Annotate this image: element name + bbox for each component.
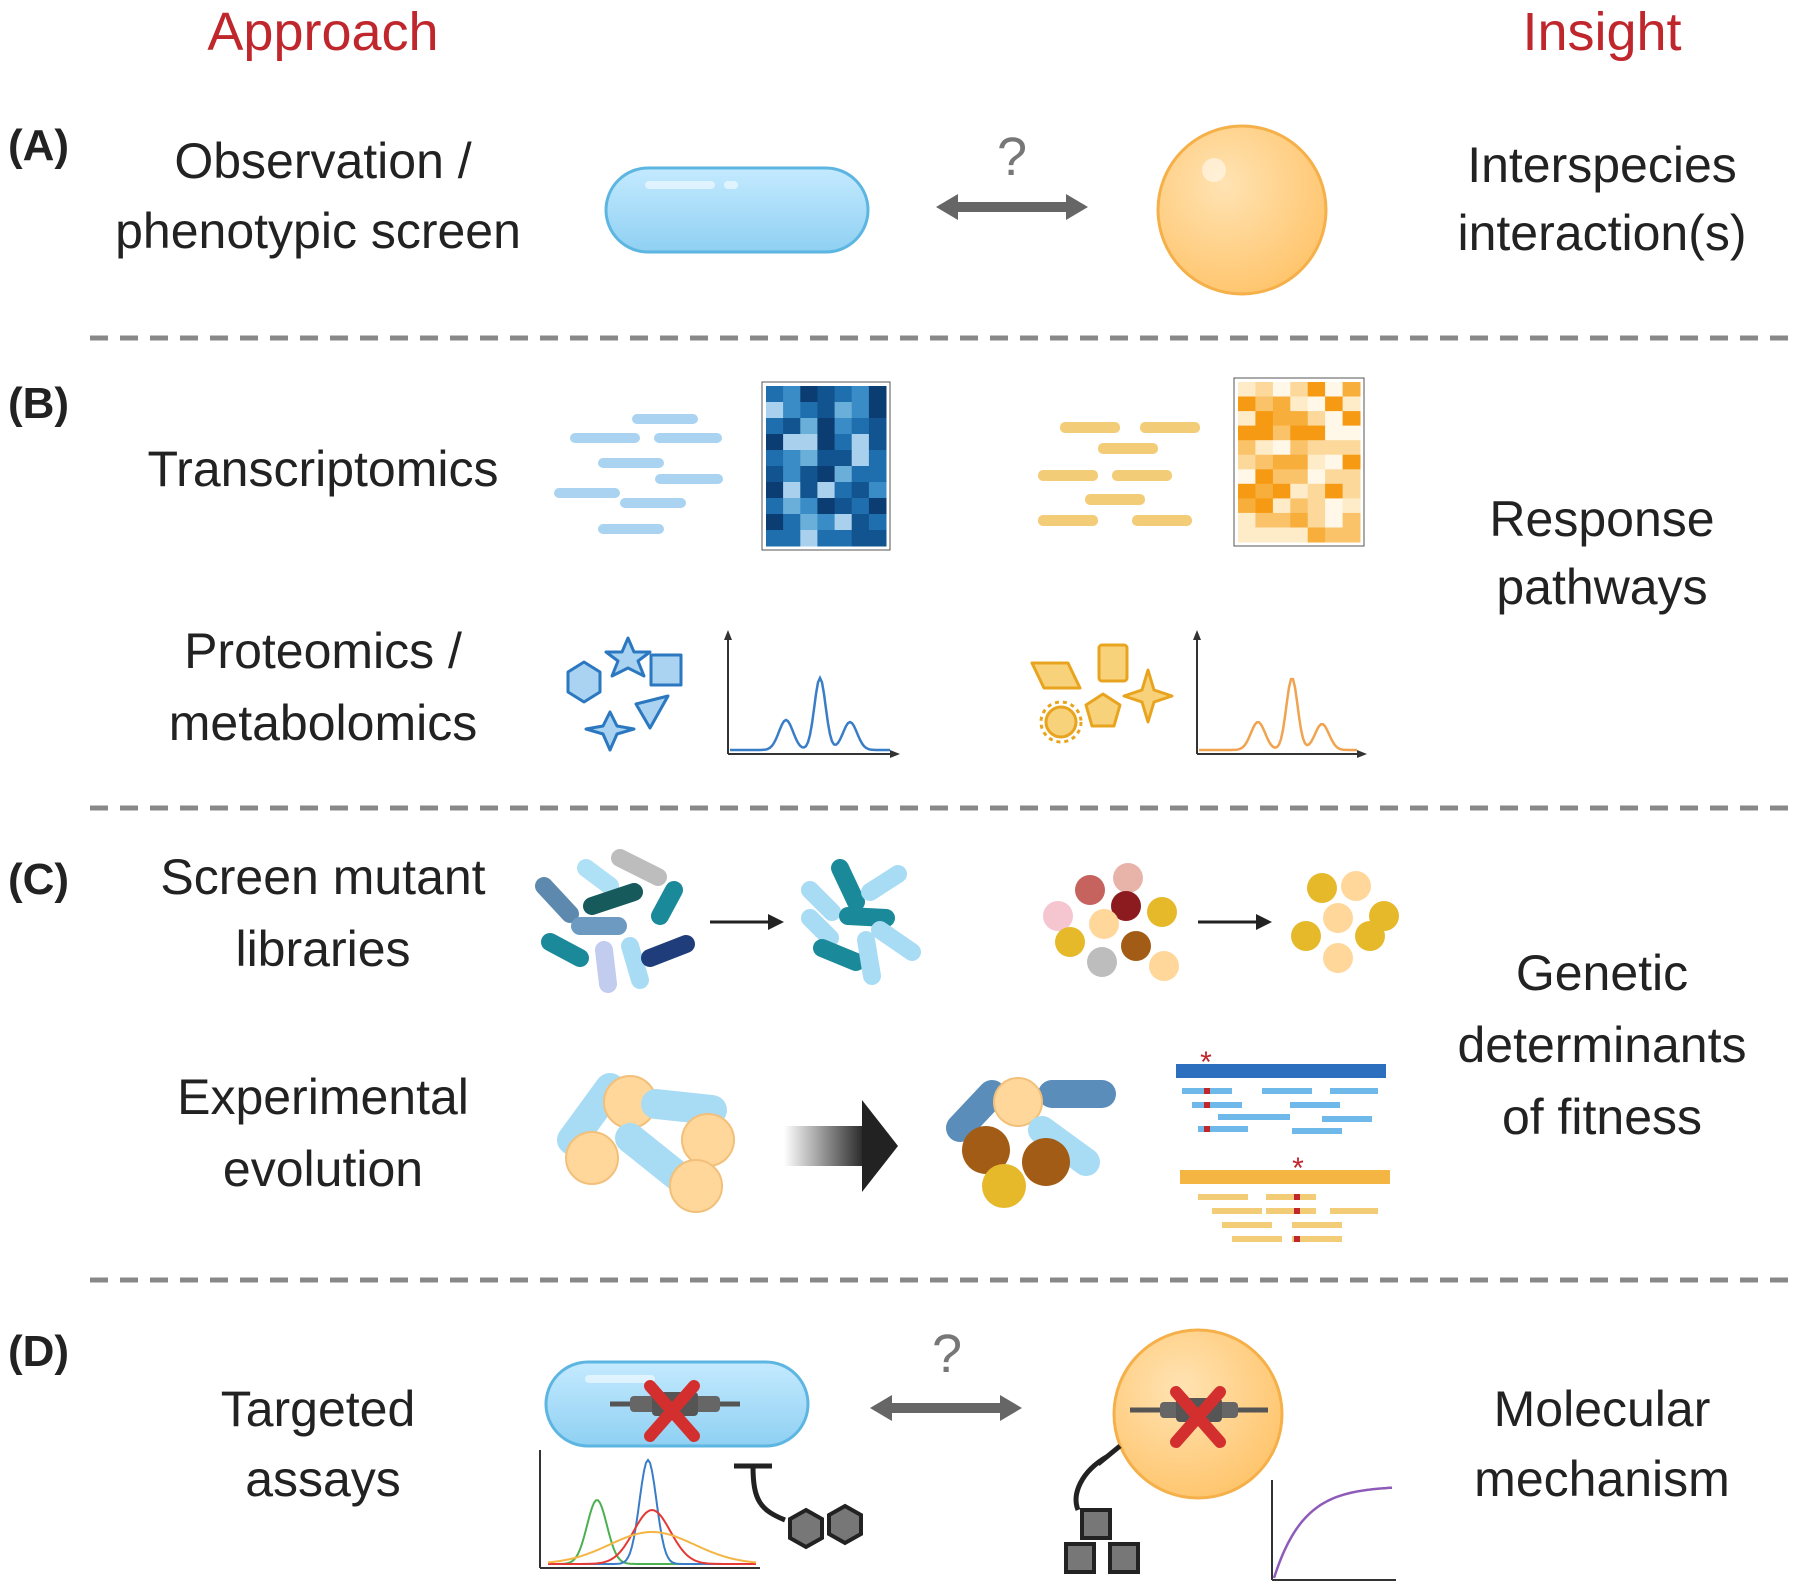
section-a-insight-line1: Interspecies — [1467, 137, 1737, 193]
insight-header: Insight — [1522, 2, 1681, 62]
section-a-insight-line2: interaction(s) — [1458, 205, 1747, 261]
inhibitor-molecule-icon — [734, 1463, 863, 1550]
section-a-approach-line1: Observation / — [174, 133, 471, 189]
section-c-insight-line1: Genetic — [1516, 945, 1688, 1001]
binding-curves-plot-icon — [539, 1450, 760, 1569]
knockout-x-icon-2 — [1170, 1386, 1226, 1448]
section-d-insight-line1: Molecular — [1494, 1381, 1711, 1437]
knockout-x-icon — [644, 1380, 700, 1442]
section-d: (D) Targeted assays ? — [8, 1324, 1730, 1581]
blue-sequencing-reads-icon — [554, 414, 723, 534]
double-arrow-icon — [936, 194, 1088, 220]
evolved-community-icon — [946, 1077, 1116, 1208]
section-b-insight-line1: Response — [1489, 491, 1714, 547]
blue-molecules-icon — [566, 636, 683, 752]
section-c-label: (C) — [8, 855, 69, 904]
section-d-insight-line2: mechanism — [1474, 1451, 1730, 1507]
rod-selected-mutants-icon — [801, 859, 921, 985]
section-c-insight-line2: determinants — [1457, 1017, 1746, 1073]
section-c-approach1-line1: Screen mutant — [160, 849, 485, 905]
section-a-approach-line2: phenotypic screen — [115, 203, 521, 259]
evolution-arrow-icon — [784, 1100, 898, 1192]
section-a-question-mark: ? — [997, 127, 1027, 187]
section-b-insight-line2: pathways — [1496, 559, 1707, 615]
rod-mutant-library-icon — [535, 849, 695, 993]
section-b-label: (B) — [8, 379, 69, 428]
arrow-right-icon — [710, 914, 784, 930]
section-c-approach2-line1: Experimental — [177, 1069, 469, 1125]
double-arrow-icon-2 — [870, 1395, 1022, 1421]
section-a: (A) Observation / phenotypic screen ? In… — [8, 121, 1747, 296]
section-c: (C) Screen mutant libraries Experimental… — [8, 849, 1747, 1242]
section-d-label: (D) — [8, 1327, 69, 1376]
approach-header: Approach — [207, 2, 438, 62]
orange-molecules-icon — [1030, 643, 1174, 744]
section-a-label: (A) — [8, 121, 69, 170]
section-c-approach1-line2: libraries — [235, 921, 410, 977]
rod-bacterium-icon — [604, 166, 870, 254]
section-b-approach2-line2: metabolomics — [169, 695, 477, 751]
section-c-approach2-line2: evolution — [223, 1141, 423, 1197]
section-b-approach2-line1: Proteomics / — [184, 623, 462, 679]
blue-spectrum-plot-icon — [724, 630, 900, 758]
blue-genome-alignment-icon: * — [1176, 1046, 1386, 1134]
orange-sequencing-reads-icon — [1038, 422, 1200, 526]
section-b-approach1: Transcriptomics — [148, 441, 499, 497]
orange-genome-alignment-icon: * — [1180, 1152, 1390, 1242]
section-c-insight-line3: of fitness — [1502, 1089, 1702, 1145]
section-d-approach-line1: Targeted — [221, 1381, 416, 1437]
saturation-plot-icon — [1271, 1480, 1396, 1581]
arrow-right-icon-2 — [1198, 914, 1272, 930]
initial-community-icon — [557, 1073, 735, 1213]
blue-heatmap-icon — [761, 381, 891, 551]
coccus-mutant-library-icon — [1043, 863, 1179, 981]
orange-heatmap-icon — [1233, 377, 1365, 547]
inhibitor-molecule-icon-2 — [1064, 1444, 1140, 1574]
section-d-approach-line2: assays — [245, 1451, 401, 1507]
coccus-cell-icon — [1156, 124, 1328, 296]
section-b: (B) Transcriptomics Proteomics / metabol… — [8, 377, 1715, 758]
coccus-selected-mutants-icon — [1291, 871, 1399, 973]
orange-spectrum-plot-icon — [1193, 630, 1367, 758]
section-d-question-mark: ? — [932, 1324, 962, 1384]
